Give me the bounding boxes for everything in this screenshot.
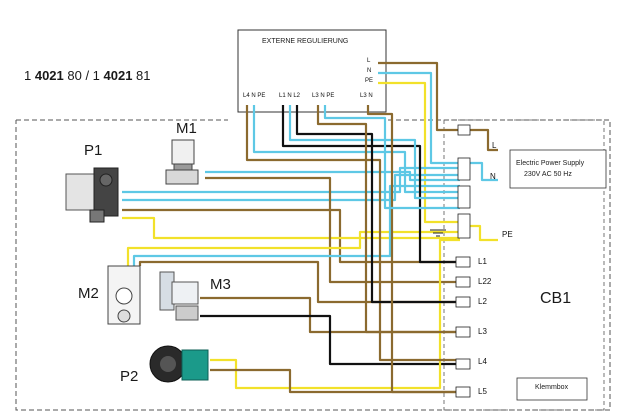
- control-supply-l: L: [367, 58, 371, 64]
- supply-wire-neutral: [378, 71, 460, 165]
- terminal-label-l1: L1: [478, 257, 487, 266]
- label-cb1: CB1: [540, 290, 572, 307]
- klemmbox-label: Klemmbox: [535, 384, 569, 391]
- valve-m3: [159, 271, 199, 321]
- p2-wire-phase: [210, 368, 460, 394]
- ctrl-wire-l1: [281, 105, 460, 264]
- mains-label-n: N: [490, 172, 496, 181]
- article-bold-1: 4021: [34, 68, 64, 83]
- mains-wire-neutral: [470, 161, 498, 182]
- ctrl-wire-l3b: [366, 105, 460, 394]
- article-bold-2: 4021: [103, 68, 133, 83]
- terminal-label-l2: L2: [478, 297, 487, 306]
- article-numbers: 1 4021 80 / 1 4021 81: [24, 68, 151, 83]
- supply-wire-phase: [378, 61, 460, 132]
- article-tail-2: 81: [132, 68, 151, 83]
- terminal-label-l3: L3: [478, 327, 487, 336]
- control-terminal-group-3: L3 N PE: [312, 93, 335, 99]
- ctrl-wire-l3: [316, 105, 460, 334]
- m1-wire-phase: [205, 176, 460, 284]
- earth-symbol: [430, 229, 446, 237]
- control-terminal-group-1: L4 N PE: [243, 93, 266, 99]
- supply-terminal-blocks: [457, 124, 471, 239]
- valve-m1: [165, 139, 199, 185]
- control-supply-n: N: [367, 68, 372, 74]
- klemmbox-box: [516, 377, 588, 401]
- label-m3: M3: [210, 276, 231, 293]
- ctrl-wire-l2: [295, 105, 460, 304]
- label-m1: M1: [176, 120, 197, 137]
- mains-label-l: L: [492, 141, 497, 150]
- p1-wire-neutral-1: [122, 166, 460, 194]
- terminal-label-l5: L5: [478, 387, 487, 396]
- p1-wire-neutral-2: [122, 173, 460, 202]
- m2-wire-neutral: [132, 184, 460, 266]
- control-box-title: EXTERNE REGULIERUNG: [262, 38, 349, 45]
- actuator-m2: [107, 265, 141, 325]
- article-tail-1: 80 / 1: [63, 68, 104, 83]
- p1-wire-phase: [122, 208, 460, 264]
- ctrl-wire-n2: [288, 105, 460, 200]
- control-terminal-group-2: L1 N L2: [279, 93, 301, 99]
- control-terminal-group-4: L3 N: [360, 93, 373, 99]
- mains-wire-phase: [470, 128, 498, 152]
- ctrl-wire-n1: [252, 105, 460, 194]
- ctrl-wire-n3: [323, 105, 460, 210]
- control-box: [237, 29, 387, 113]
- m1-wire-neutral: [205, 170, 460, 182]
- output-terminal-blocks: [455, 256, 471, 398]
- power-supply-line2: 230V AC 50 Hz: [524, 171, 572, 178]
- mains-label-pe: PE: [502, 230, 513, 239]
- p1-wire-earth: [122, 216, 460, 240]
- power-supply-box: [509, 149, 607, 189]
- label-p1: P1: [84, 142, 103, 159]
- m2-wire-earth: [126, 230, 460, 266]
- article-prefix-1: 1: [24, 68, 35, 83]
- terminal-label-l22: L22: [478, 277, 492, 286]
- terminal-label-l4: L4: [478, 357, 487, 366]
- label-p2: P2: [120, 368, 139, 385]
- pump-p1: [65, 167, 119, 223]
- supply-wire-earth: [378, 81, 460, 224]
- label-m2: M2: [78, 285, 99, 302]
- pump-p2: [149, 345, 209, 383]
- terminal-block-outline: [443, 119, 605, 411]
- power-supply-line1: Electric Power Supply: [516, 160, 585, 167]
- control-supply-pe: PE: [365, 78, 374, 84]
- p2-wire-earth: [210, 238, 460, 390]
- ctrl-wire-l4: [245, 105, 460, 362]
- m3-wire-black: [200, 314, 460, 366]
- mains-wire-earth: [470, 224, 498, 242]
